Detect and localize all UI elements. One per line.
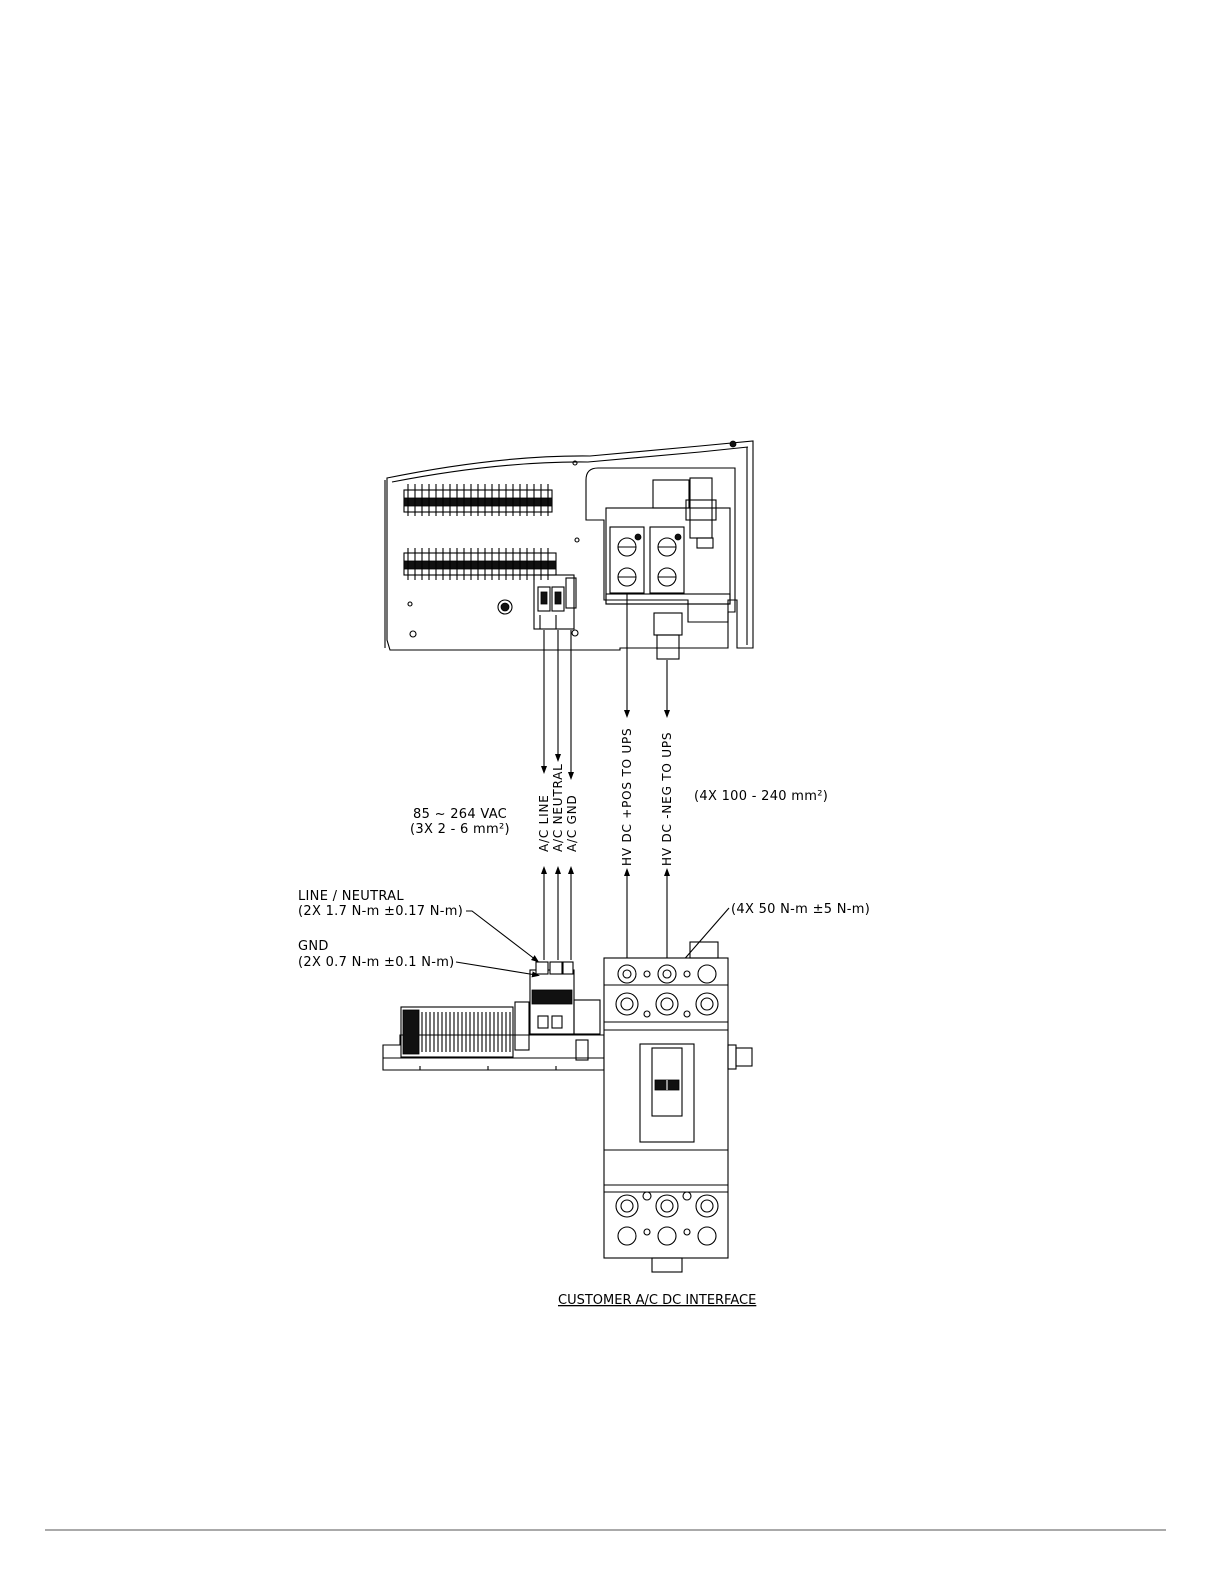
gnd-leader: [456, 962, 536, 975]
bottom-ac-terminal-assembly: [383, 962, 604, 1070]
ac-line-label: A/C LINE: [537, 794, 551, 852]
ac-gnd-label: A/C GND: [565, 794, 579, 852]
ac-wire-size-label: (3X 2 - 6 mm²): [410, 822, 510, 837]
diagram-caption: CUSTOMER A/C DC INTERFACE: [558, 1293, 756, 1308]
dc-enclosure: [586, 468, 735, 659]
line-neutral-leader: [466, 911, 536, 960]
top-cabinet-panel: [385, 441, 753, 659]
dc-torque-label: (4X 50 N-m ±5 N-m): [731, 902, 870, 917]
gnd-torque: (2X 0.7 N-m ±0.1 N-m): [298, 955, 455, 970]
dc-wire-size-label: (4X 100 - 240 mm²): [694, 789, 828, 804]
dc-breaker: [604, 942, 752, 1272]
ac-input-terminal-top: [534, 575, 576, 629]
ac-terminal-block-upper: [404, 484, 552, 516]
hv-dc-pos-label: HV DC +POS TO UPS: [620, 728, 634, 866]
line-neutral-title: LINE / NEUTRAL: [298, 889, 404, 904]
hv-dc-neg-label: HV DC -NEG TO UPS: [660, 732, 674, 866]
gnd-title: GND: [298, 939, 329, 954]
line-neutral-torque: (2X 1.7 N-m ±0.17 N-m): [298, 904, 463, 919]
ac-neutral-label: A/C NEUTRAL: [551, 763, 565, 852]
ac-terminal-block-lower: [404, 548, 556, 580]
ac-voltage-label: 85 ~ 264 VAC: [413, 807, 507, 822]
